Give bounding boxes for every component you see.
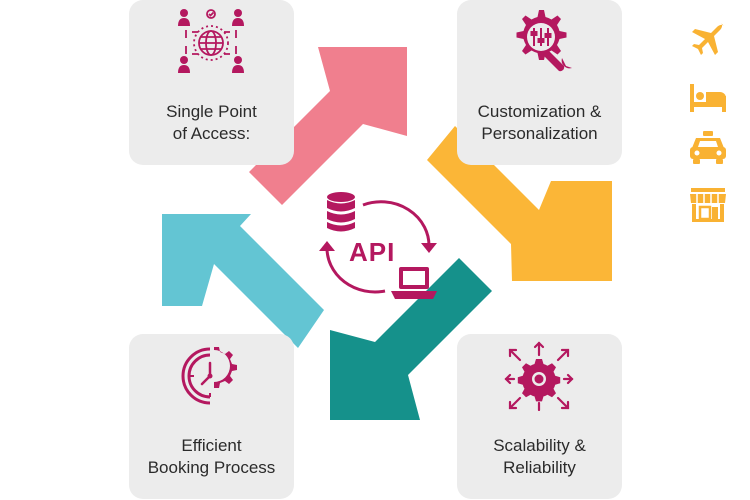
card-label-line2: of Access:	[172, 124, 251, 143]
api-label: API	[349, 237, 396, 267]
taxi-icon	[690, 131, 726, 164]
card-label-line1: Customization &	[477, 102, 602, 121]
bed-icon	[690, 84, 726, 112]
card-label: Single Point of Access:	[129, 101, 294, 145]
laptop-icon	[391, 267, 437, 299]
card-customization-personalization: Customization & Personalization	[457, 0, 622, 165]
network-globe-icon	[178, 9, 244, 73]
gear-wrench-icon	[516, 10, 572, 72]
card-single-point-of-access: Single Point of Access:	[129, 0, 294, 165]
database-icon	[327, 192, 355, 232]
airplane-icon	[692, 23, 724, 55]
card-label-line2: Booking Process	[147, 458, 276, 477]
arrow-up-left	[162, 214, 324, 348]
card-label: Efficient Booking Process	[129, 435, 294, 479]
arrow-up-right	[249, 47, 407, 205]
gear-expand-icon	[504, 341, 574, 411]
api-cycle-graphic	[319, 192, 437, 299]
clock-gear-icon	[181, 347, 237, 405]
store-icon	[690, 188, 726, 222]
card-label-line2: Personalization	[481, 124, 598, 143]
card-label-line1: Efficient	[181, 436, 242, 455]
card-label-line1: Single Point	[166, 102, 257, 121]
card-label: Customization & Personalization	[457, 101, 622, 145]
card-label-line1: Scalability &	[493, 436, 586, 455]
arrow-down-left	[330, 258, 492, 420]
cycle-arrows-icon	[325, 200, 431, 294]
card-label: Scalability & Reliability	[457, 435, 622, 479]
api-center-graphic: API	[313, 185, 443, 310]
card-label-line2: Reliability	[503, 458, 576, 477]
card-scalability-reliability: Scalability & Reliability	[457, 334, 622, 499]
card-efficient-booking: Efficient Booking Process	[129, 334, 294, 499]
